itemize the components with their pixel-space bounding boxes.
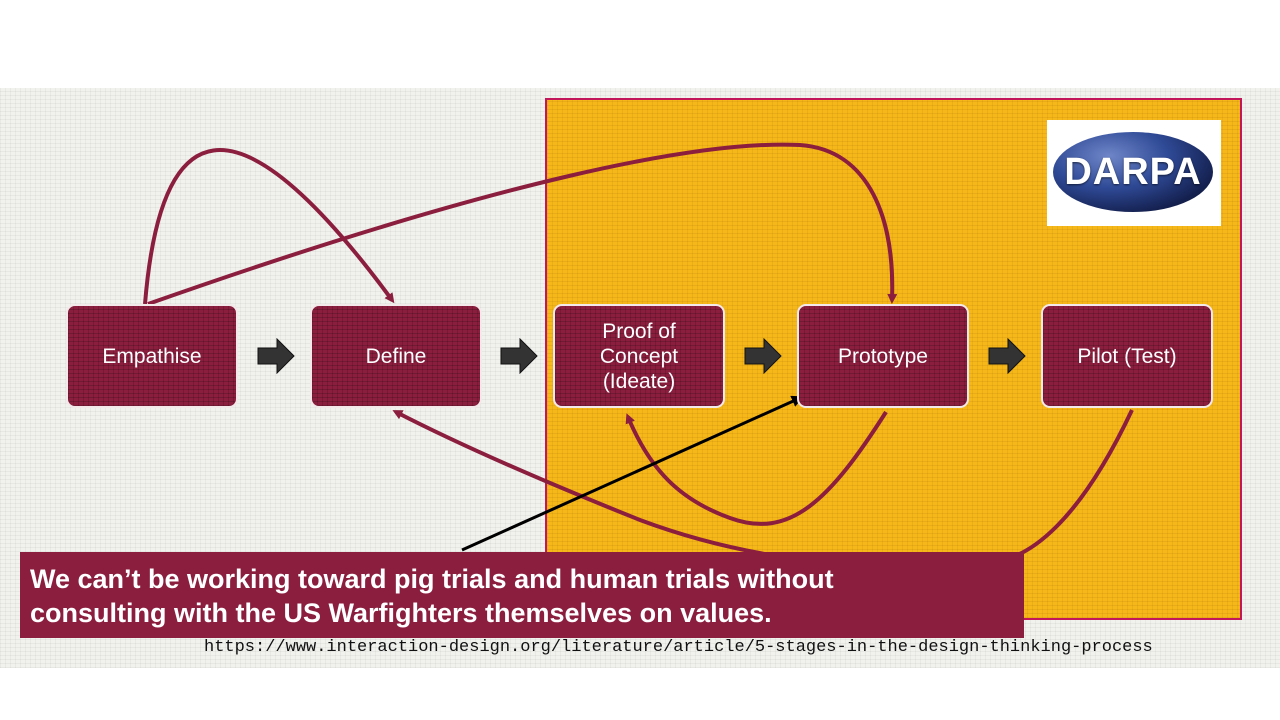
logo-ellipse: DARPA: [1053, 132, 1213, 212]
stage-prototype: Prototype: [797, 304, 969, 408]
stage-define: Define: [310, 304, 482, 408]
flow-arrow-icon: [257, 338, 295, 374]
stage-empathise: Empathise: [66, 304, 238, 408]
arc-empathise-to-prototype: [147, 142, 898, 306]
flow-arrow-icon: [744, 338, 782, 374]
callout-box: We can’t be working toward pig trials an…: [20, 552, 1024, 638]
stage-ideate: Proof of Concept (Ideate): [553, 304, 725, 408]
arc-empathise-to-define: [143, 148, 395, 305]
source-url: https://www.interaction-design.org/liter…: [204, 638, 1153, 657]
flow-arrow-icon: [988, 338, 1026, 374]
callout-pointer: [461, 395, 804, 552]
stage-pilot: Pilot (Test): [1041, 304, 1213, 408]
callout-line-1: We can’t be working toward pig trials an…: [30, 564, 834, 594]
arc-prototype-to-ideate: [625, 410, 888, 526]
darpa-logo: DARPA: [1047, 120, 1221, 226]
arc-pilot-to-define: [392, 409, 1134, 570]
flow-arrow-icon: [500, 338, 538, 374]
callout-line-2: consulting with the US Warfighters thems…: [30, 598, 772, 628]
logo-text: DARPA: [1064, 150, 1202, 193]
